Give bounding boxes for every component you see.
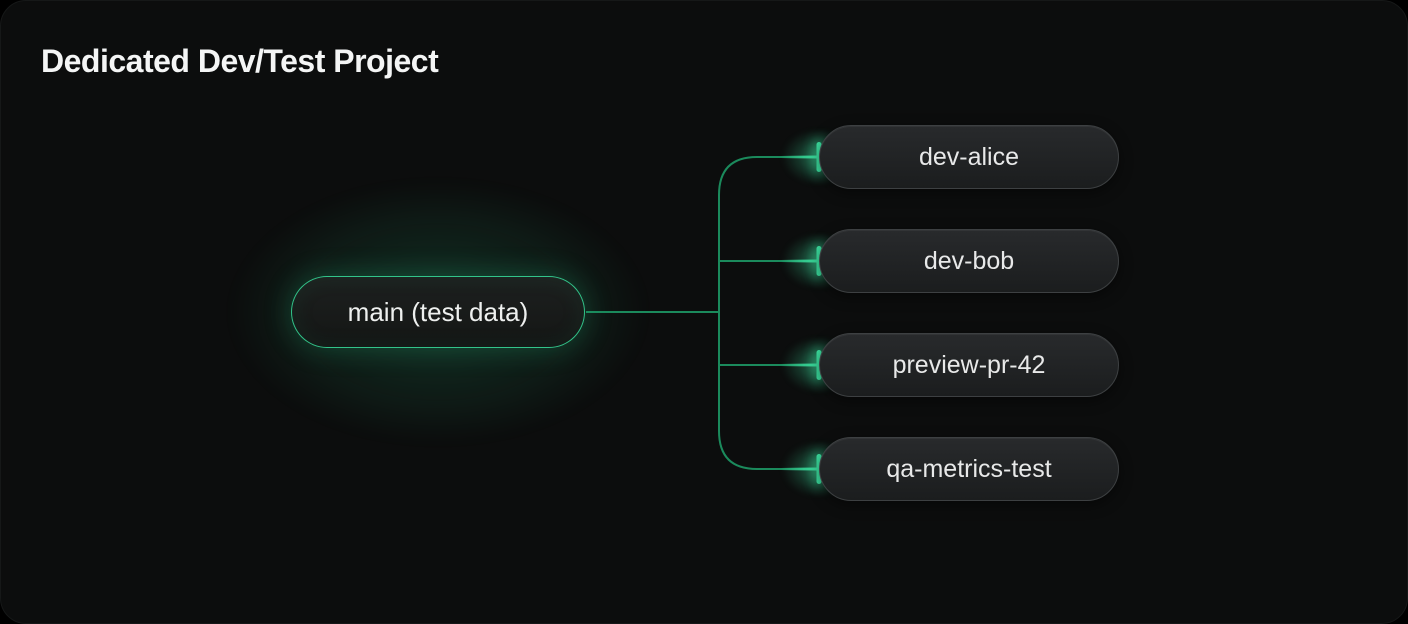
node-dev-alice-label: dev-alice [918,142,1020,171]
connector-highlight-segment [781,363,819,367]
connector-highlight-segment [781,259,819,263]
node-preview-pr-42: preview-pr-42 [819,333,1119,397]
node-preview-pr-42-label: preview-pr-42 [892,350,1046,379]
connector-highlight-segment [781,155,819,159]
node-qa-metrics-test: qa-metrics-test [819,437,1119,501]
page-title: Dedicated Dev/Test Project [41,43,439,79]
node-dev-alice: dev-alice [819,125,1119,189]
node-dev-bob-label: dev-bob [923,246,1015,275]
node-main-label: main (test data) [347,296,529,327]
connector-highlight-segment [781,467,819,471]
node-main: main (test data) [291,276,585,348]
node-qa-metrics-test-label: qa-metrics-test [886,454,1052,483]
node-dev-bob: dev-bob [819,229,1119,293]
